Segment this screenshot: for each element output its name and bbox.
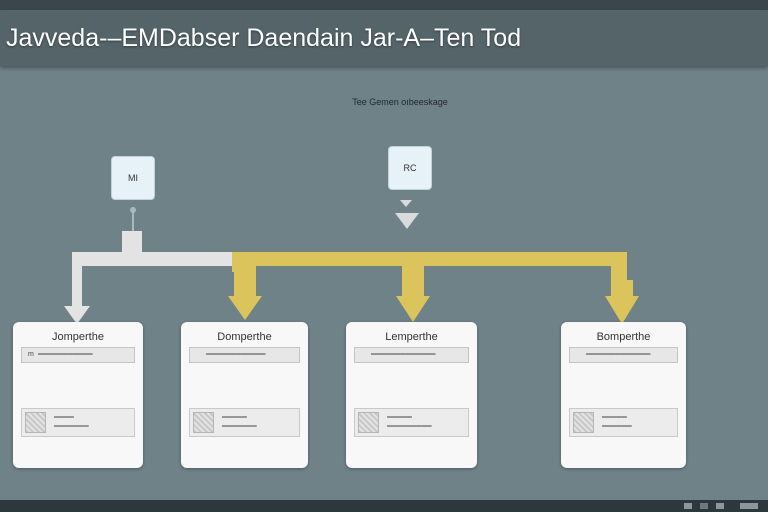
item-text: ═════ ═══════ [222, 414, 257, 430]
card-list-item[interactable]: ═════ ══════ [569, 408, 678, 437]
taskbar-icon[interactable] [700, 503, 708, 509]
page-title: Javveda-–EMDabser Daendain Jar-A–Ten Tod [6, 24, 522, 52]
card-input-field[interactable]: m ═══════════ [21, 347, 135, 363]
down-arrow-icon [228, 296, 262, 320]
item-text: ════ ═══════ [54, 414, 89, 430]
card-title: Bomperthe [596, 331, 651, 343]
field-text: ════════════ [206, 351, 266, 358]
taskbar-icon[interactable] [740, 503, 758, 509]
card-title: Lemperthe [385, 331, 438, 343]
yellow-connector-stub [232, 252, 242, 272]
image-thumbnail-icon [573, 412, 594, 433]
yellow-drop-1 [234, 266, 256, 296]
field-text: ═════════════ [371, 351, 436, 358]
down-arrow-icon [396, 296, 430, 322]
yellow-drop-2 [402, 266, 424, 296]
down-arrow-icon [64, 306, 90, 324]
card-lemperthe[interactable]: Lemperthe ═════════════ ═════ ═════════ [346, 322, 477, 468]
image-thumbnail-icon [193, 412, 214, 433]
field-text: ═════════════ [586, 351, 651, 358]
yellow-drop-3-stem [611, 252, 627, 282]
field-text: ═══════════ [38, 351, 93, 358]
gray-connector-drop [72, 252, 82, 306]
card-list-item[interactable]: ═════ ═══════ [189, 408, 300, 437]
image-thumbnail-icon [25, 412, 46, 433]
mi-connector-block [122, 231, 142, 252]
card-title: Domperthe [217, 331, 272, 343]
field-marker: m [28, 351, 34, 358]
node-rc[interactable]: RC [388, 146, 432, 190]
top-strip [0, 0, 768, 10]
item-text: ═════ ══════ [602, 414, 632, 430]
down-arrow-icon [395, 213, 419, 229]
node-mi[interactable]: MI [111, 156, 155, 200]
diagram-caption: Tee Gemen oıbeeskage [352, 97, 448, 107]
yellow-drop-3 [611, 280, 633, 296]
yellow-connector-bar [232, 252, 627, 266]
card-input-field[interactable]: ═════════════ [354, 347, 469, 363]
item-text: ═════ ═════════ [387, 414, 432, 430]
card-input-field[interactable]: ════════════ [189, 347, 300, 363]
mi-stem-dot [130, 207, 136, 213]
card-domperthe[interactable]: Domperthe ════════════ ═════ ═══════ [181, 322, 308, 468]
taskbar-icon[interactable] [684, 503, 692, 509]
card-list-item[interactable]: ═════ ═════════ [354, 408, 469, 437]
image-thumbnail-icon [358, 412, 379, 433]
card-list-item[interactable]: ════ ═══════ [21, 408, 135, 437]
rc-pointer [400, 200, 412, 207]
down-arrow-icon [605, 296, 639, 324]
card-title: Jomperthe [52, 331, 104, 343]
taskbar [0, 500, 768, 512]
card-jomperthe[interactable]: Jomperthe m ═══════════ ════ ═══════ [13, 322, 143, 468]
card-bomperthe[interactable]: Bomperthe ═════════════ ═════ ══════ [561, 322, 686, 468]
gray-connector-bar [72, 252, 234, 266]
title-bar: Javveda-–EMDabser Daendain Jar-A–Ten Tod [0, 10, 768, 66]
taskbar-icon[interactable] [716, 503, 724, 509]
card-input-field[interactable]: ═════════════ [569, 347, 678, 363]
